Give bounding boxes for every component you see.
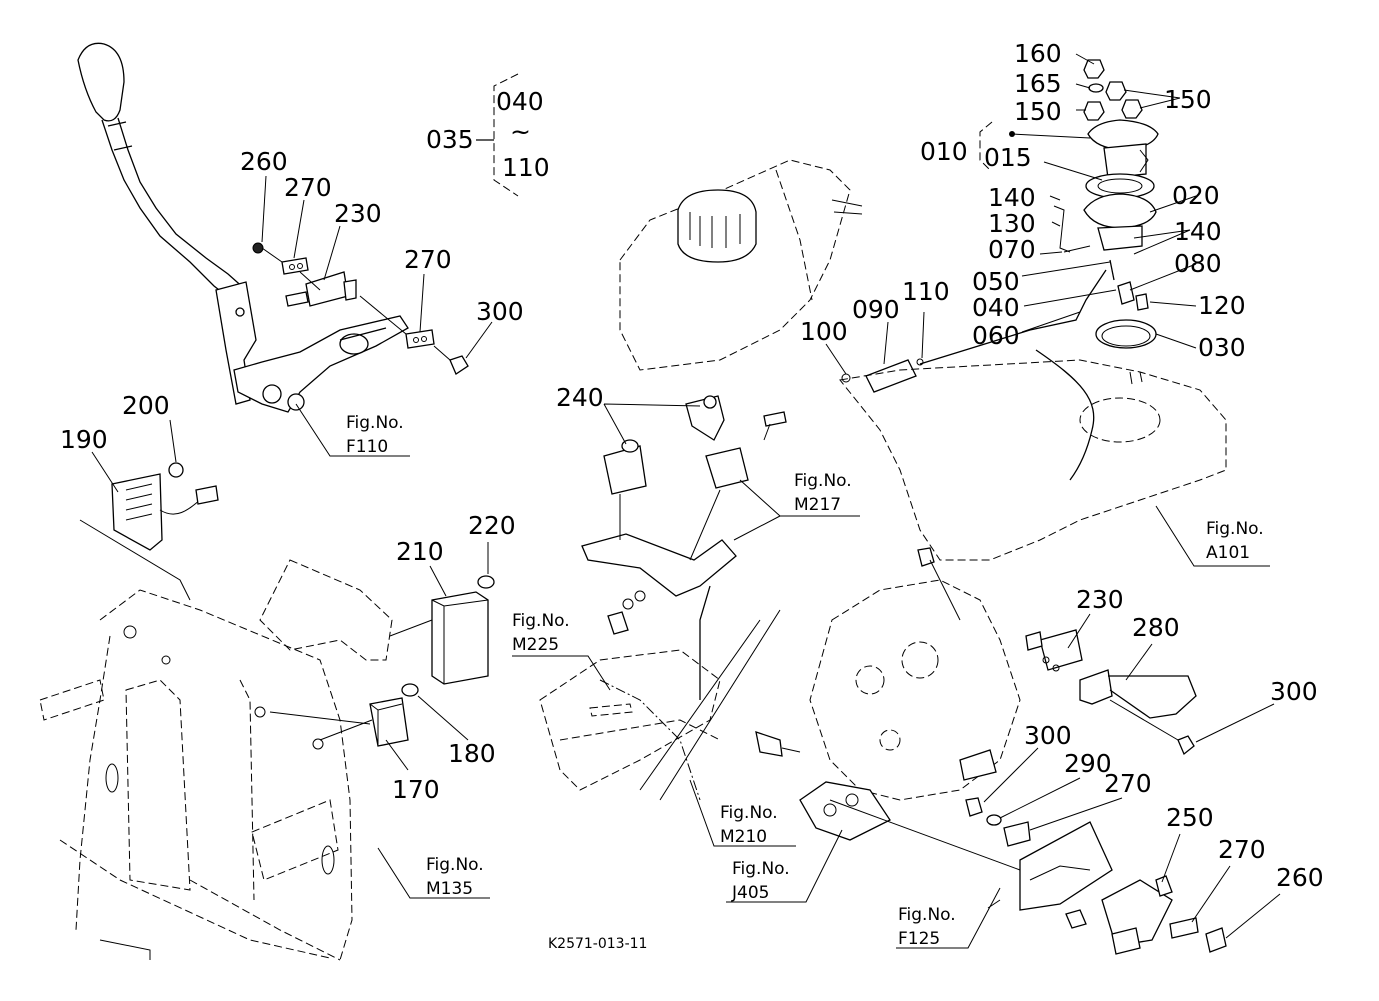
callout-240: 240 — [556, 383, 604, 412]
fig-code-f110: F110 — [346, 437, 388, 457]
callout-060: 060 — [972, 321, 1020, 350]
callout-030: 030 — [1198, 333, 1246, 362]
frame-m135 — [39, 559, 393, 961]
callout-140-right: 140 — [1174, 217, 1222, 246]
callout-300-upper: 300 — [476, 297, 524, 326]
callout-020: 020 — [1172, 181, 1220, 210]
callout-300-mid: 300 — [1024, 721, 1072, 750]
callout-200: 200 — [122, 391, 170, 420]
callout-120: 120 — [1198, 291, 1246, 320]
range-bracket-035 — [476, 73, 519, 197]
callout-150-left: 150 — [1014, 97, 1062, 126]
switch-250 — [829, 797, 1227, 955]
marker-dot — [1009, 131, 1015, 137]
callout-260-lower: 260 — [1276, 863, 1324, 892]
callout-050: 050 — [972, 267, 1020, 296]
fig-label-f110: Fig.No. — [346, 413, 404, 433]
relay-210-and-170 — [269, 575, 495, 747]
callout-080: 080 — [1174, 249, 1222, 278]
fig-code-m225: M225 — [512, 635, 559, 655]
callout-140-left: 140 — [988, 183, 1036, 212]
callout-070: 070 — [988, 235, 1036, 264]
callout-230-upper: 230 — [334, 199, 382, 228]
callout-100: 100 — [800, 317, 848, 346]
fig-label-m217: Fig.No. — [794, 471, 852, 491]
leader-lines — [91, 53, 1281, 949]
fig-code-m217: M217 — [794, 495, 841, 515]
callout-230-lower: 230 — [1076, 585, 1124, 614]
callout-210: 210 — [396, 537, 444, 566]
callout-280: 280 — [1132, 613, 1180, 642]
throttle-lever-assembly — [77, 42, 409, 413]
tank-body-a101 — [839, 359, 1227, 561]
callout-015: 015 — [984, 143, 1032, 172]
bracket-010 — [979, 121, 993, 171]
callout-010: 010 — [920, 137, 968, 166]
fig-code-m210: M210 — [720, 827, 767, 847]
callout-190: 190 — [60, 425, 108, 454]
fig-label-j405: Fig.No. — [732, 859, 790, 879]
callout-tilde: ~ — [510, 117, 531, 146]
fig-label-f125: Fig.No. — [898, 905, 956, 925]
callout-300-right: 300 — [1270, 677, 1318, 706]
callout-270-lower-a: 270 — [1104, 769, 1152, 798]
switch-230-lower — [1025, 629, 1197, 756]
callout-270-lower-b: 270 — [1218, 835, 1266, 864]
callout-270-upper-a: 270 — [284, 173, 332, 202]
controller-190 — [79, 462, 219, 601]
callout-165: 165 — [1014, 69, 1062, 98]
fig-code-f125: F125 — [898, 929, 940, 949]
callout-090: 090 — [852, 295, 900, 324]
callout-110-range: 110 — [502, 153, 550, 182]
callout-260-upper: 260 — [240, 147, 288, 176]
fig-code-j405: J405 — [731, 883, 769, 903]
fig-code-m135: M135 — [426, 879, 473, 899]
fig-label-m135: Fig.No. — [426, 855, 484, 875]
drawing-id: K2571-013-11 — [548, 936, 647, 952]
callout-170: 170 — [392, 775, 440, 804]
switch-240 — [581, 395, 787, 700]
fig-label-m210: Fig.No. — [720, 803, 778, 823]
callout-250: 250 — [1166, 803, 1214, 832]
callout-040: 040 — [496, 87, 544, 116]
callout-labels: 040 ~ 035 110 260 270 230 270 300 200 19… — [60, 39, 1324, 892]
callout-110: 110 — [902, 277, 950, 306]
chassis-m210-m225 — [539, 609, 781, 801]
fig-code-a101: A101 — [1206, 543, 1250, 563]
fuel-sender-assembly — [841, 59, 1159, 481]
hst-housing — [755, 547, 1021, 841]
callout-040-sender: 040 — [972, 293, 1020, 322]
callout-290: 290 — [1064, 749, 1112, 778]
callout-035: 035 — [426, 125, 474, 154]
figure-references: Fig.No. F110 Fig.No. M217 Fig.No. A101 F… — [346, 413, 1264, 949]
callout-180: 180 — [448, 739, 496, 768]
callout-270-upper-b: 270 — [404, 245, 452, 274]
callout-130: 130 — [988, 209, 1036, 238]
callout-160: 160 — [1014, 39, 1062, 68]
fig-label-a101: Fig.No. — [1206, 519, 1264, 539]
callout-220: 220 — [468, 511, 516, 540]
fig-label-m225: Fig.No. — [512, 611, 570, 631]
fuel-tank — [619, 159, 863, 371]
switch-230-upper — [252, 242, 469, 375]
callout-150-right: 150 — [1164, 85, 1212, 114]
